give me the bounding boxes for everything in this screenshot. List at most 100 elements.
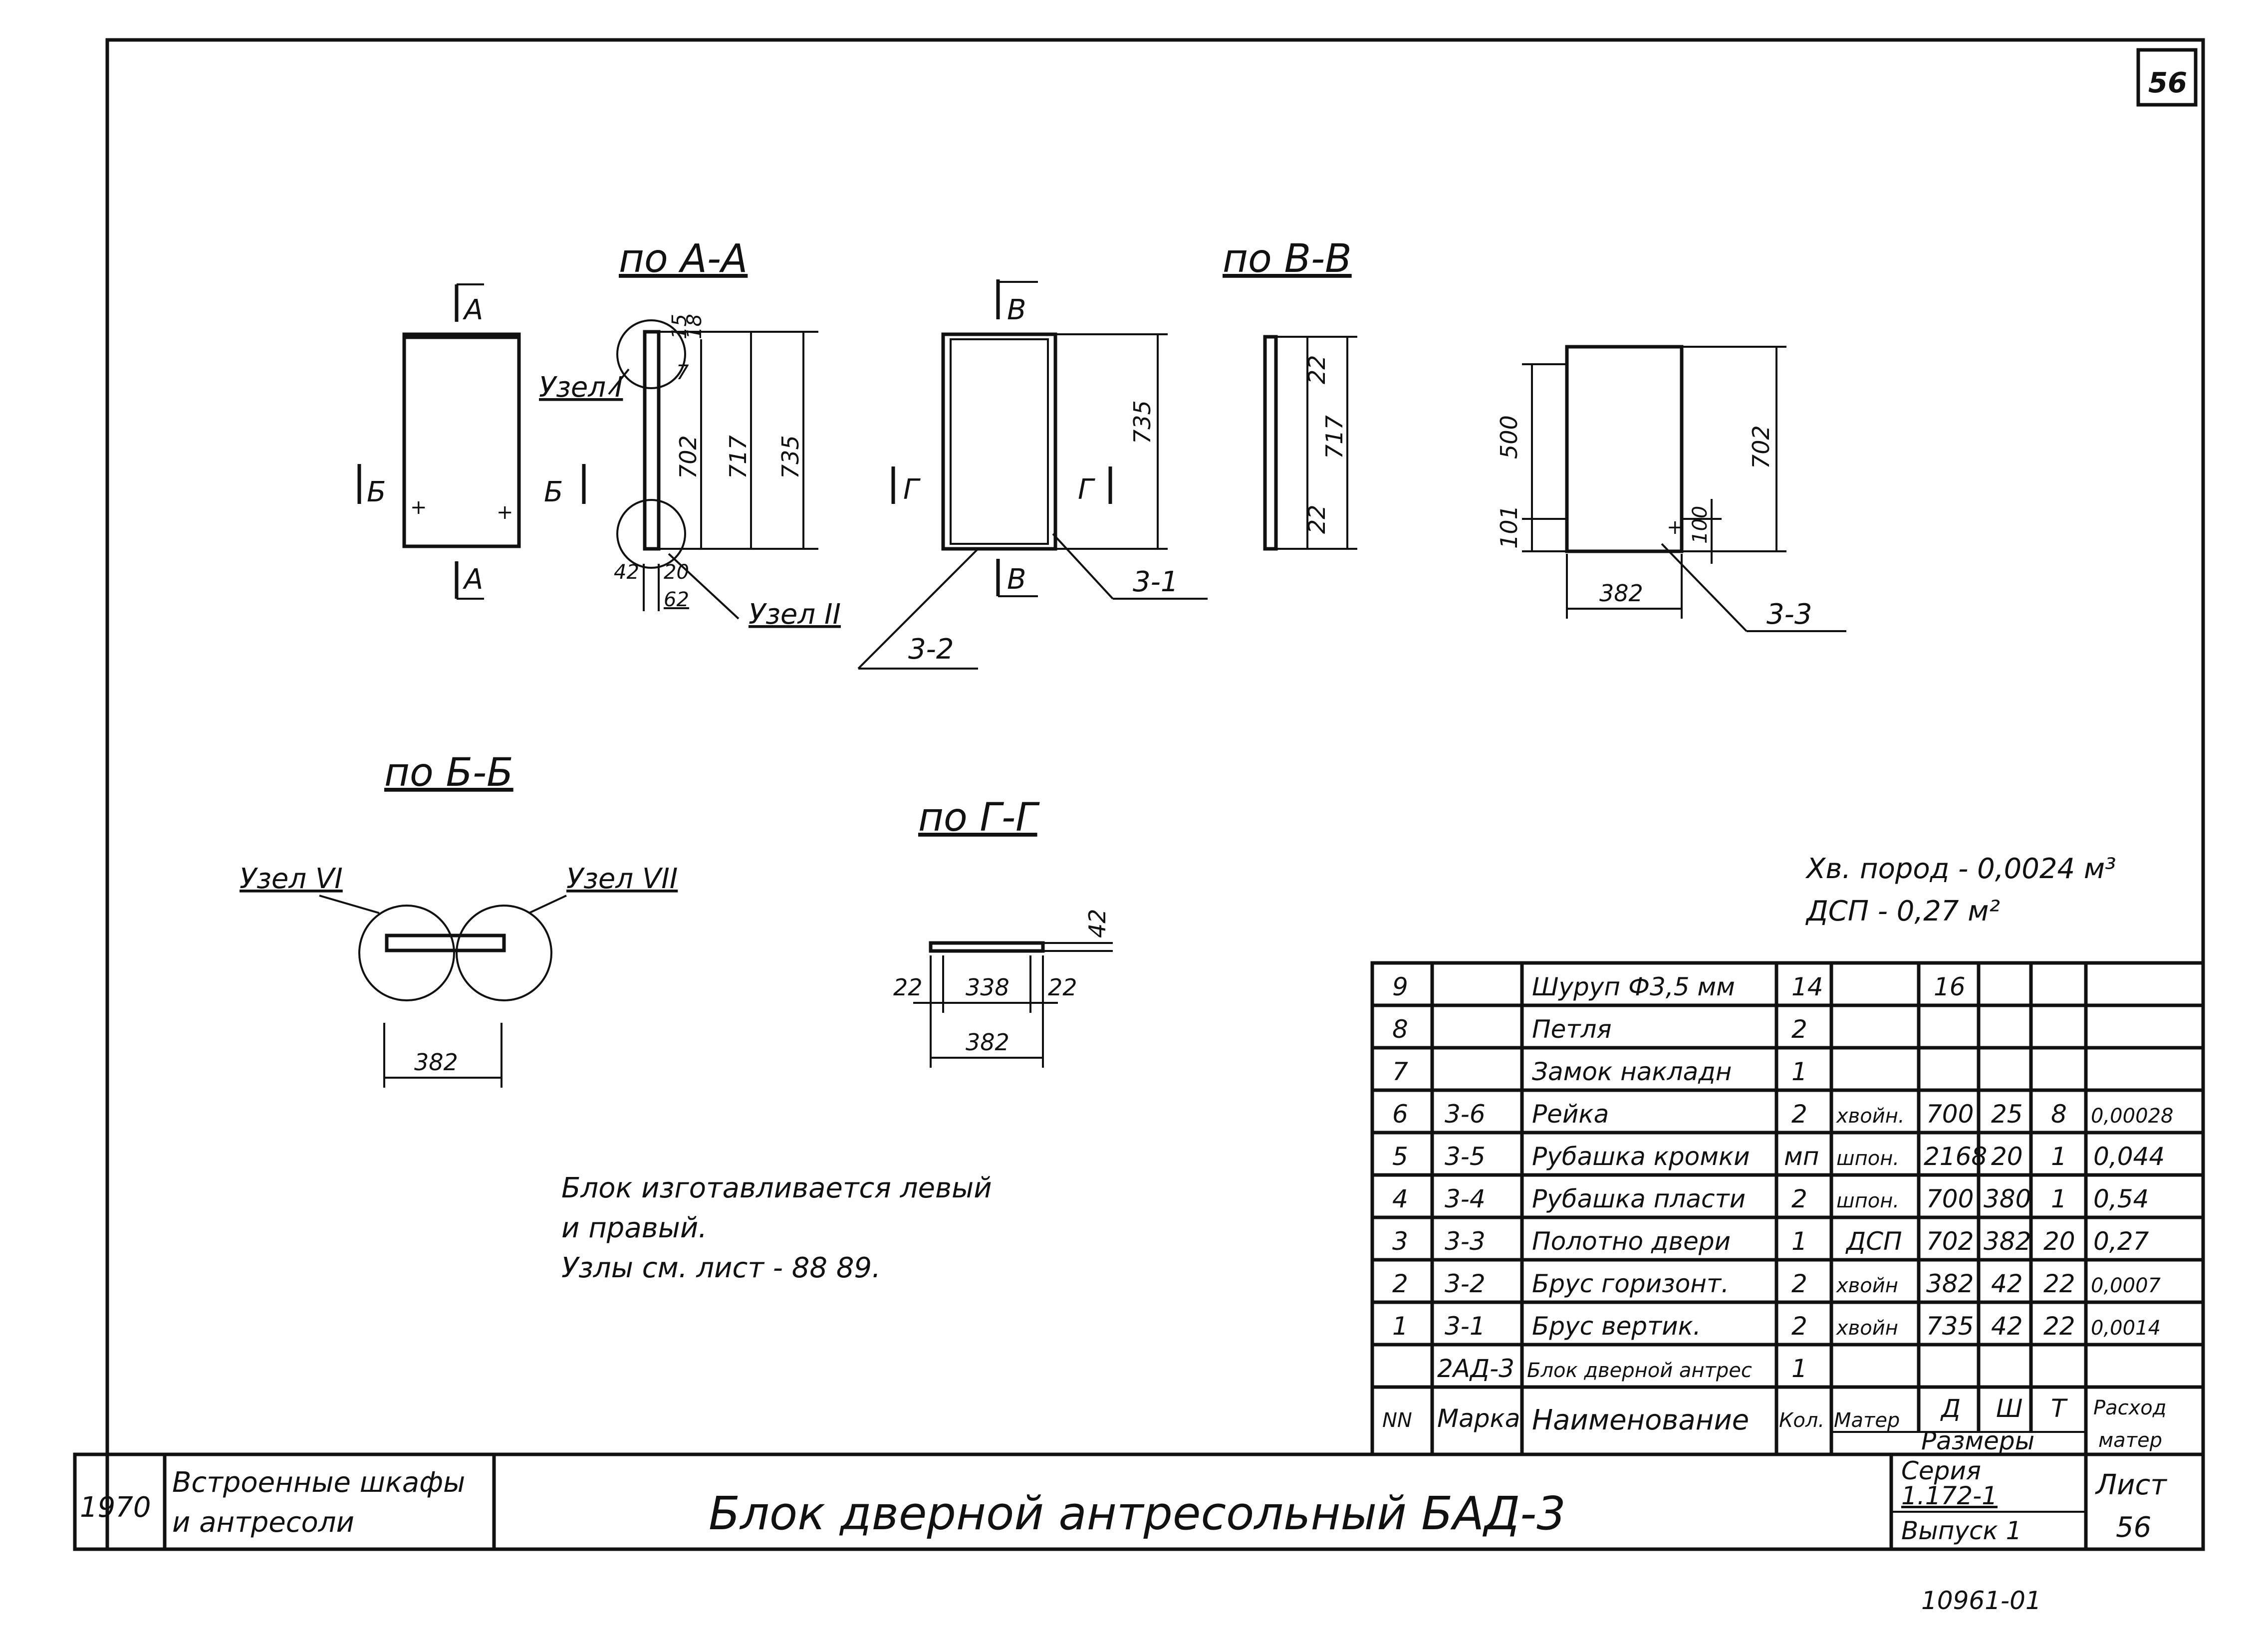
marker-b-right: Б — [544, 476, 563, 508]
cell-name: Рубашка кромки — [1532, 1142, 1750, 1171]
node-2-circle — [616, 499, 686, 569]
dim-382-bb: 382 — [414, 1049, 458, 1076]
header-cons-1: Расход — [2093, 1397, 2166, 1419]
view-frame-vv: В В Г Г 735 3-2 3-1 — [857, 279, 1208, 670]
dim-717-vv: 717 — [1321, 415, 1348, 459]
spec-row: 6 3-6 Рейка 2 хвойн. 700 25 8 0,00028 — [1392, 1100, 2173, 1129]
marker-a-bottom: А — [463, 563, 483, 596]
cell-qty: 2 — [1791, 1269, 1807, 1298]
header-mat: Матер — [1834, 1409, 1900, 1432]
marker-b-left: Б — [367, 476, 386, 508]
cell-d: 16 — [1934, 972, 1966, 1001]
cell-t: 22 — [2043, 1312, 2075, 1341]
cell-mark: 2АД-3 — [1437, 1354, 1514, 1383]
dim-735-vv: 735 — [1129, 400, 1156, 444]
cell-w: 25 — [1991, 1100, 2023, 1129]
cell-t: 20 — [2043, 1227, 2075, 1256]
cell-w: 20 — [1991, 1142, 2023, 1171]
part-3-2-label: 3-2 — [908, 633, 954, 666]
part-3-3-label: 3-3 — [1766, 598, 1812, 631]
cell-name: Брус вертик. — [1532, 1312, 1701, 1341]
cell-nn: 4 — [1392, 1184, 1408, 1213]
spec-table: 9 Шуруп Ф3,5 мм 14 16 8 Петля 2 7 Замок … — [1370, 961, 2205, 1456]
header-nn: NN — [1382, 1409, 1412, 1432]
marker-v-top: В — [1007, 294, 1026, 326]
frame-inner — [950, 338, 1049, 545]
section-aa-profile — [643, 330, 661, 551]
dim-382-leaf: 382 — [1599, 580, 1643, 607]
cell-w: 382 — [1984, 1227, 2031, 1256]
node-6-circle — [358, 905, 455, 1001]
sheet-number: 56 — [2148, 67, 2187, 99]
cell-t: 1 — [2051, 1142, 2067, 1171]
node-1-circle — [616, 319, 686, 389]
cell-nn: 8 — [1392, 1015, 1408, 1044]
cell-t: 22 — [2043, 1269, 2075, 1298]
svg-text:+: + — [410, 496, 427, 519]
part-3-1-label: 3-1 — [1133, 566, 1178, 598]
cell-d: 700 — [1926, 1100, 1974, 1129]
sheet-value: 56 — [2116, 1511, 2151, 1544]
spec-row: 8 Петля 2 — [1392, 1015, 1807, 1044]
cell-mat: хвойн. — [1835, 1105, 1905, 1128]
dim-22-vv-top: 22 — [1303, 355, 1330, 384]
issue-label: Выпуск 1 — [1901, 1516, 2021, 1545]
dim-7: 7 — [676, 361, 689, 384]
svg-text:+: + — [497, 501, 513, 524]
cell-nn: 7 — [1392, 1057, 1408, 1086]
marker-g-right: Г — [1078, 473, 1095, 506]
spec-row: 9 Шуруп Ф3,5 мм 14 16 — [1392, 972, 1966, 1001]
cell-mark: 3-3 — [1445, 1227, 1486, 1256]
dim-18: 18 — [683, 314, 706, 339]
series-label: Серия — [1901, 1456, 1981, 1485]
spec-row: 2 3-2 Брус горизонт. 2 хвойн 382 42 22 0… — [1392, 1269, 2161, 1298]
cell-mat: хвойн — [1835, 1274, 1898, 1297]
notes-block: Блок изготавливается левый и правый. Узл… — [561, 1172, 992, 1284]
view-section-aa: по А-А Узел I Узел II 702 717 735 15 18 … — [539, 236, 841, 631]
dim-717-aa: 717 — [725, 435, 752, 479]
cell-name: Шуруп Ф3,5 мм — [1532, 972, 1735, 1001]
cell-w: 42 — [1991, 1269, 2023, 1298]
node-7-label: Узел VII — [566, 863, 678, 895]
cell-nn: 9 — [1392, 972, 1408, 1001]
header-qty: Кол. — [1779, 1409, 1824, 1432]
header-name: Наименование — [1532, 1404, 1749, 1436]
dim-22-gg-right: 22 — [1048, 974, 1077, 1001]
cell-name: Петля — [1532, 1015, 1612, 1044]
dim-338: 338 — [966, 974, 1009, 1001]
dim-735-aa: 735 — [777, 435, 804, 479]
cell-name: Рубашка пласти — [1532, 1184, 1746, 1213]
header-sizes: Размеры — [1921, 1426, 2034, 1455]
cell-mat: шпон. — [1836, 1147, 1899, 1170]
title-year: 1970 — [80, 1491, 151, 1524]
marker-a-top: А — [463, 294, 483, 326]
cell-qty: 14 — [1791, 972, 1823, 1001]
marker-g-left: Г — [903, 473, 921, 506]
cell-d: 735 — [1926, 1312, 1974, 1341]
cell-d: 702 — [1926, 1227, 1974, 1256]
cell-qty: 2 — [1791, 1100, 1807, 1129]
section-vv-profile — [1263, 335, 1278, 551]
title-subject-line-1: Встроенные шкафы — [172, 1466, 465, 1499]
material-summary: Хв. пород - 0,0024 м³ ДСП - 0,27 м² — [1805, 853, 2116, 928]
cell-name: Рейка — [1532, 1100, 1609, 1129]
title-block-frame — [73, 1452, 2205, 1551]
header-w: Ш — [1996, 1394, 2022, 1423]
dim-20-aa: 20 — [664, 561, 689, 584]
header-mark: Марка — [1437, 1404, 1520, 1433]
cell-mat: хвойн — [1835, 1317, 1898, 1340]
drawing-title: Блок дверной антресольный БАД-3 — [709, 1487, 1566, 1540]
dim-22-vv-bottom: 22 — [1303, 504, 1330, 534]
spec-row: 7 Замок накладн 1 — [1392, 1057, 1807, 1086]
cell-qty: 1 — [1791, 1057, 1807, 1086]
cell-nn: 2 — [1392, 1269, 1408, 1298]
view-section-vv: по В-В 22 717 22 — [1223, 236, 1357, 551]
door-leaf-outline — [1565, 345, 1684, 553]
section-vv-title: по В-В — [1223, 236, 1352, 281]
cell-nn: 6 — [1392, 1100, 1408, 1129]
spec-row: 5 3-5 Рубашка кромки мп шпон. 2168 20 1 … — [1392, 1142, 2165, 1171]
title-block: 1970 Встроенные шкафы и антресоли Блок д… — [73, 1452, 2205, 1551]
cell-w: 42 — [1991, 1312, 2023, 1341]
header-t: Т — [2051, 1394, 2068, 1423]
